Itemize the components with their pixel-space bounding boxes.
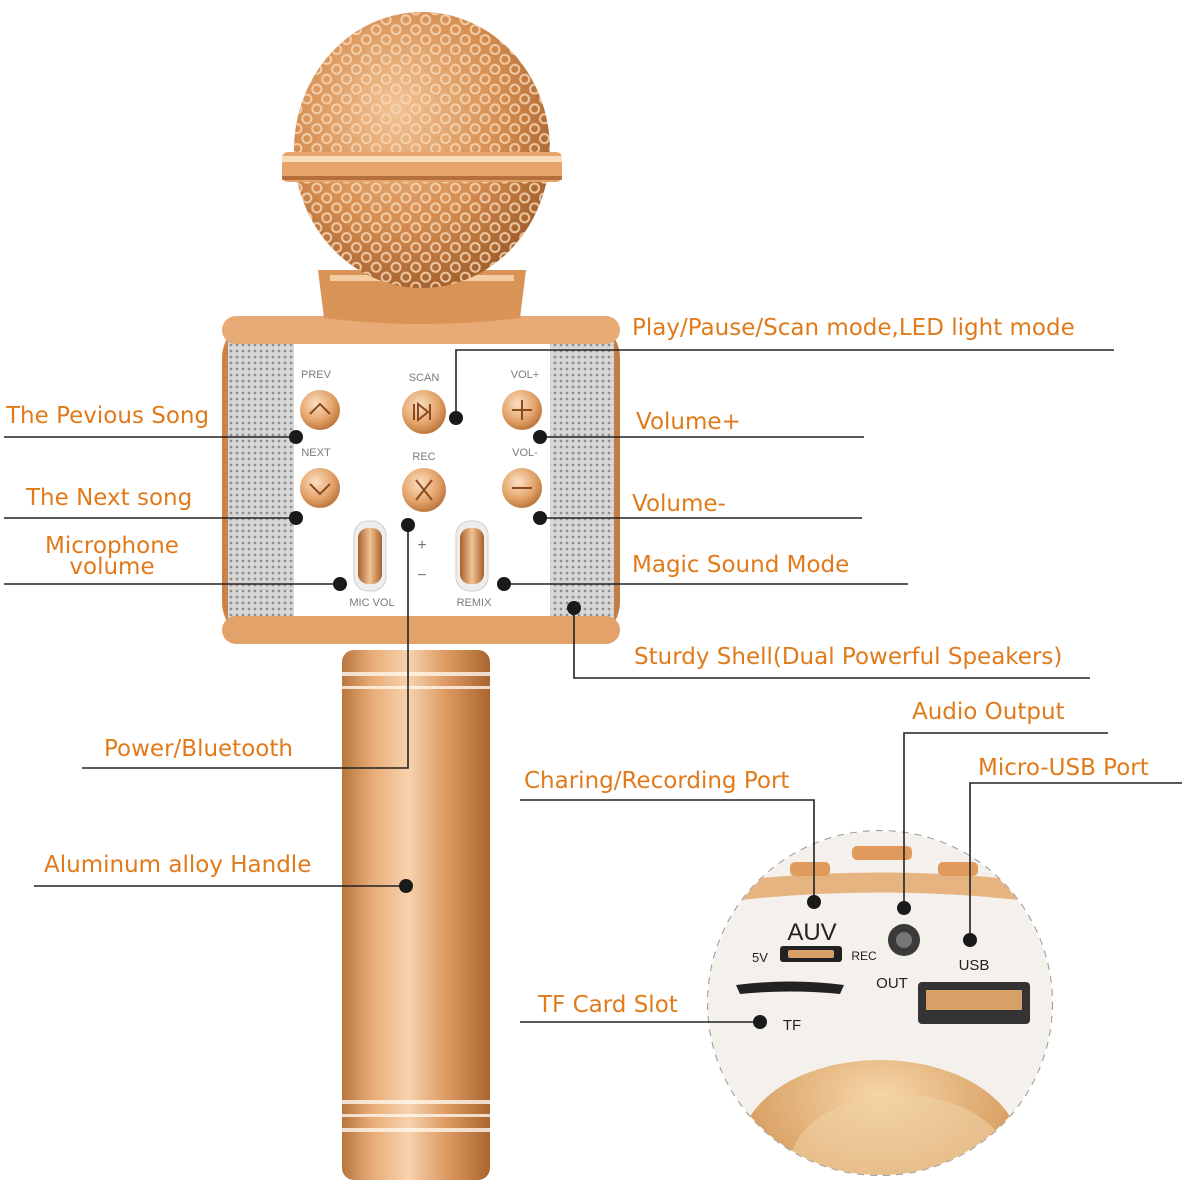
scan-label: SCAN — [409, 372, 440, 384]
auv-label: AUV — [787, 919, 836, 946]
vol-plus-label: VOL+ — [511, 369, 539, 381]
callout-dots — [289, 411, 977, 1029]
callout-charging-port: Charing/Recording Port — [524, 768, 790, 794]
remix-slider-icon — [460, 528, 484, 584]
callout-volume-minus: Volume- — [632, 491, 726, 517]
callout-micro-usb: Micro-USB Port — [978, 755, 1149, 781]
callout-lines — [4, 349, 1182, 1023]
tf-slot-icon — [736, 981, 844, 994]
microphone-head — [282, 12, 562, 324]
5v-label: 5V — [752, 950, 768, 965]
usb-label: USB — [959, 957, 990, 974]
callout-play-pause: Play/Pause/Scan mode,LED light mode — [632, 315, 1075, 341]
callout-volume-plus: Volume+ — [636, 409, 741, 435]
callout-mic-volume-line1: Microphone — [45, 533, 179, 559]
microphone-handle — [342, 650, 490, 1180]
callout-handle: Aluminum alloy Handle — [44, 852, 312, 878]
callout-previous-song: The Pevious Song — [6, 403, 210, 429]
rec-port-label: REC — [851, 949, 877, 963]
callout-audio-output: Audio Output — [912, 699, 1065, 725]
callout-sturdy-shell: Sturdy Shell(Dual Powerful Speakers) — [634, 644, 1063, 670]
callout-next-song: The Next song — [26, 485, 193, 511]
plus-sign: + — [417, 537, 426, 554]
callout-mic-volume-line2: volume — [69, 554, 155, 580]
prev-button-icon — [300, 390, 340, 430]
next-label: NEXT — [301, 447, 331, 459]
callout-magic-sound: Magic Sound Mode — [632, 552, 850, 578]
mic-vol-label: MIC VOL — [349, 597, 394, 609]
vol-minus-label: VOL- — [512, 447, 538, 459]
tf-label: TF — [783, 1017, 801, 1034]
remix-label: REMIX — [457, 597, 493, 609]
play-pause-button-icon — [402, 390, 446, 434]
out-label: OUT — [876, 975, 908, 992]
callout-tf-slot: TF Card Slot — [538, 992, 678, 1018]
prev-label: PREV — [301, 369, 332, 381]
minus-sign: − — [417, 567, 426, 584]
control-buttons: PREV SCAN VOL+ NEXT REC VOL- + − MIC VOL… — [300, 369, 542, 609]
callout-power-bluetooth: Power/Bluetooth — [104, 736, 293, 762]
next-button-icon — [300, 468, 340, 508]
rec-label: REC — [412, 451, 435, 463]
mic-volume-slider-icon — [358, 528, 382, 584]
callout-mic-volume: Microphone volume — [26, 534, 198, 579]
bottom-detail-inset: AUV 5V REC OUT USB TF — [707, 830, 1053, 1176]
